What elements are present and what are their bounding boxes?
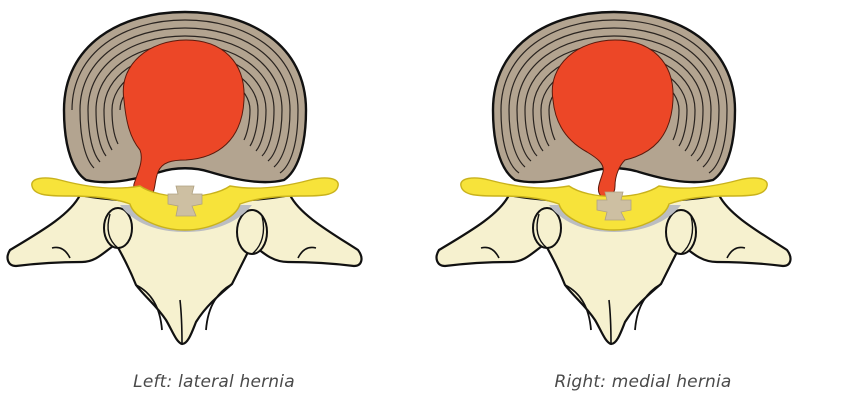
panel-left: Left: lateral hernia [0, 0, 428, 399]
vertebra-diagram-left [0, 0, 428, 399]
caption-left: Left: lateral hernia [0, 372, 428, 392]
panel-right: Right: medial hernia [429, 0, 857, 399]
vertebra-diagram-right [429, 0, 857, 399]
caption-right: Right: medial hernia [429, 372, 857, 392]
